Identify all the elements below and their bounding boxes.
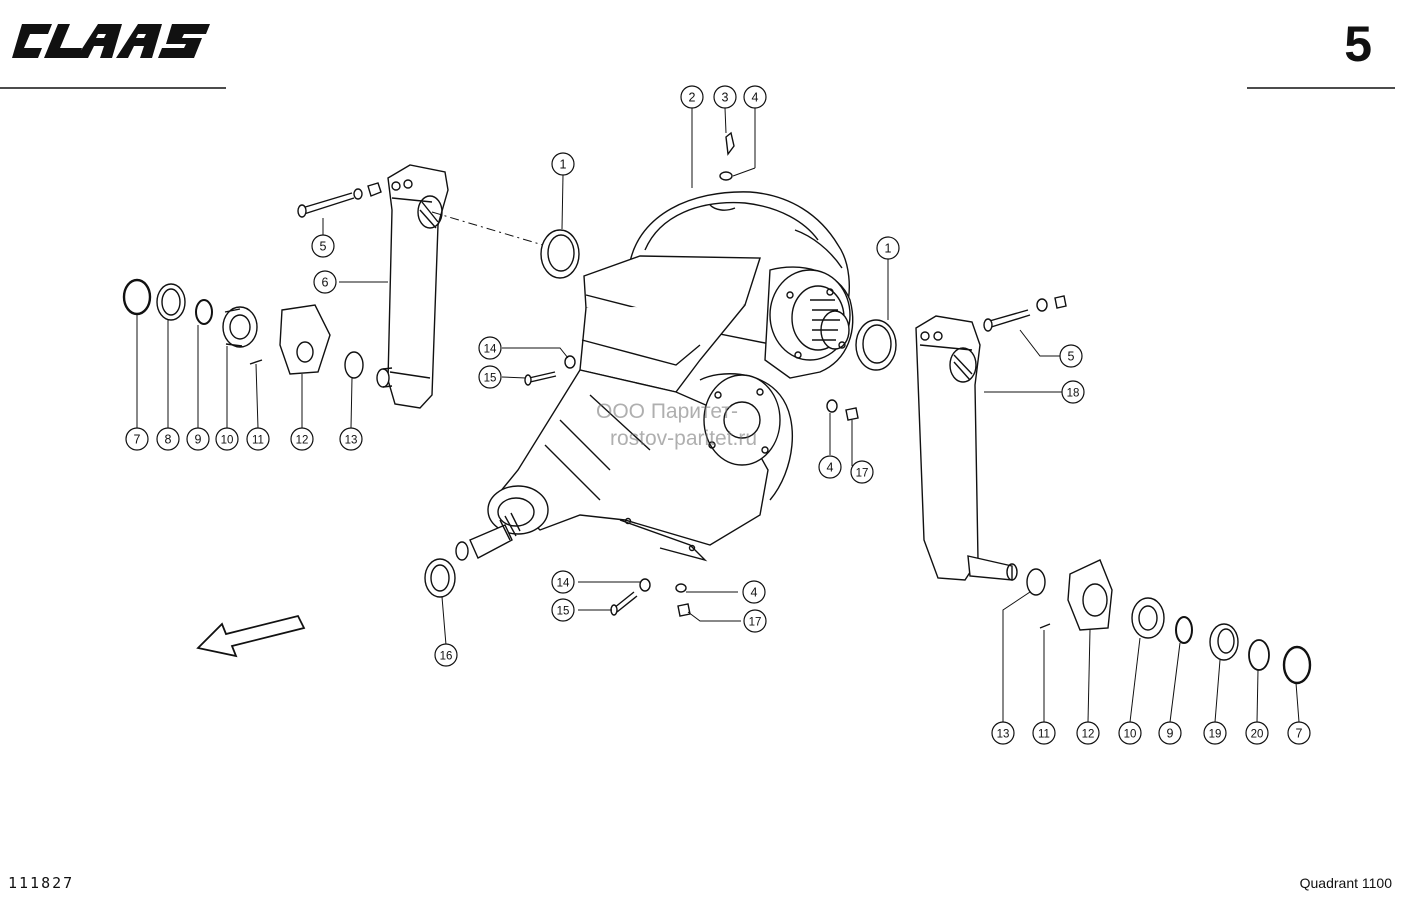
right-bolt-and-nuts [983,295,1067,332]
callout-number: 16 [440,651,453,663]
model-name: Quadrant 1100 [1299,875,1392,891]
callout-bubble [1118,721,1142,745]
arrow-left-down-icon [196,614,306,658]
callout-bubble [1245,721,1269,745]
callout-bubble [551,570,575,594]
callout-bubble [742,580,766,604]
callout-number: 9 [1167,727,1174,741]
drawing-number: 111827 [8,874,75,892]
watermark-line-1: ООО Паритет- [596,400,738,423]
right-seal-ring [855,319,897,371]
callout-number: 7 [134,433,141,447]
callout-number: 3 [722,91,729,105]
callout-bubble [1032,721,1056,745]
callout-bubble [743,85,767,109]
callout-bubble [1059,344,1083,368]
left-bearing-stack [122,278,364,379]
watermark: ООО Паритет- rostov-paritet.ru [596,398,836,452]
callout-bubble [850,460,874,484]
callout-number: 8 [165,433,172,447]
watermark-line-2: rostov-paritet.ru [610,427,758,450]
callout-bubble [680,85,704,109]
callout-number: 6 [322,276,329,290]
callout-bubble [478,336,502,360]
callout-bubble [743,609,767,633]
callout-number: 7 [1296,727,1303,741]
callout-number: 4 [752,91,759,105]
callout-bubble [311,234,335,258]
callout-bubble [339,427,363,451]
callout-number: 18 [1067,388,1080,400]
callout-number: 5 [320,240,327,254]
callout-bubble [156,427,180,451]
callout-bubble [551,598,575,622]
callout-number: 10 [1124,729,1137,741]
callout-number: 13 [345,435,358,447]
callout-number: 12 [1082,729,1095,741]
leader-lines [136,107,1300,723]
callout-bubble [313,270,337,294]
callout-bubble [478,365,502,389]
callout-number: 2 [689,91,696,105]
callout-bubble [1203,721,1227,745]
callout-number: 4 [751,586,758,600]
callout-bubble [1076,721,1100,745]
callout-bubble [1061,380,1085,404]
right-lever-arm [915,315,1018,581]
callout-bubble [818,455,842,479]
callout-bubble [1158,721,1182,745]
callout-number: 11 [252,435,264,447]
callout-number: 1 [885,242,892,256]
callout-bubble [186,427,210,451]
callout-number: 19 [1209,729,1222,741]
callout-bubble [125,427,149,451]
callout-bubble [991,721,1015,745]
callout-bubble [215,427,239,451]
callout-bubble [1287,721,1311,745]
callout-number: 9 [195,433,202,447]
callout-number: 11 [1038,729,1050,741]
left-bolt-and-nuts [297,182,382,218]
callout-number: 17 [856,468,869,480]
callout-number: 15 [484,373,497,385]
callout-number: 14 [484,344,497,356]
page-number: 5 [1344,16,1372,72]
callout-bubble [290,427,314,451]
left-seal-ring [540,229,580,279]
callout-bubble [713,85,737,109]
callout-bubble [246,427,270,451]
left-lever-arm [376,164,554,409]
callout-bubble [434,643,458,667]
callout-number: 4 [827,461,834,475]
callout-number: 14 [557,578,570,590]
callout-number: 5 [1068,350,1075,364]
callout-number: 12 [296,435,309,447]
right-bearing-stack [1026,559,1312,685]
callout-number: 10 [221,435,234,447]
callout-number: 17 [749,617,762,629]
gearbox-housing [455,191,854,562]
callout-number: 20 [1251,729,1264,741]
claas-logo [12,24,210,58]
callout-number: 13 [997,729,1010,741]
callout-bubble [551,152,575,176]
callout-bubble [876,236,900,260]
callout-number: 15 [557,606,570,618]
callout-number: 1 [560,158,567,172]
